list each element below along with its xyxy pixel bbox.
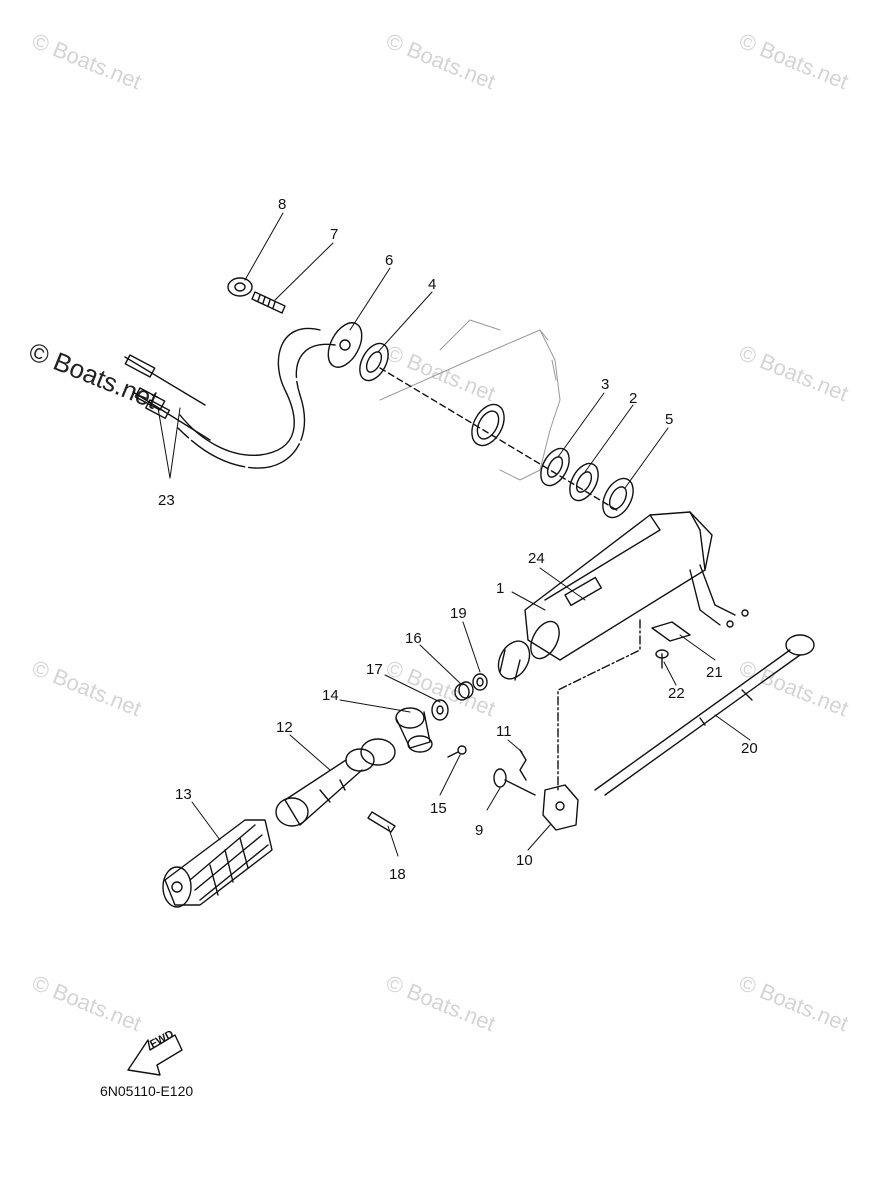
callout-4: 4 — [428, 276, 437, 293]
callout-6: 6 — [385, 252, 394, 269]
nut-8 — [227, 277, 253, 297]
callout-12: 12 — [276, 719, 293, 736]
callout-21: 21 — [706, 664, 723, 681]
throttle-shaft-12 — [275, 738, 396, 827]
callout-20: 20 — [741, 740, 758, 757]
screw-22 — [655, 649, 669, 669]
callout-24: 24 — [528, 550, 545, 567]
callout-14: 14 — [322, 687, 339, 704]
spring-11 — [519, 749, 527, 781]
grip-13 — [162, 819, 273, 908]
callout-19: 19 — [450, 605, 467, 622]
callout-7: 7 — [330, 226, 339, 243]
callout-22: 22 — [668, 685, 685, 702]
washer-2 — [569, 462, 599, 502]
figure-code: 6N05110-E120 — [100, 1083, 194, 1099]
cable-20 — [594, 634, 815, 796]
screw-18 — [367, 811, 396, 833]
callout-16: 16 — [405, 630, 422, 647]
bushing-5 — [602, 477, 634, 519]
spring-16 — [454, 681, 474, 701]
leader-lines — [157, 212, 751, 857]
callout-18: 18 — [389, 866, 406, 883]
callout-11: 11 — [496, 723, 512, 740]
washer-17 — [431, 699, 449, 721]
screw-9 — [493, 768, 536, 796]
bolt-7 — [251, 291, 286, 314]
callout-8: 8 — [278, 196, 287, 213]
engine-outline — [379, 319, 561, 481]
plate-21 — [651, 621, 691, 642]
steering-handle-1 — [497, 511, 736, 681]
callout-23: 23 — [158, 492, 175, 509]
callout-10: 10 — [516, 852, 533, 869]
block-10 — [542, 784, 579, 831]
callout-17: 17 — [366, 661, 383, 678]
throttle-cables — [124, 327, 336, 469]
ring-19 — [472, 673, 488, 691]
callout-3: 3 — [601, 376, 610, 393]
plate-6 — [327, 322, 363, 368]
screw-15 — [447, 745, 467, 758]
fwd-arrow-icon — [127, 1034, 183, 1076]
callout-15: 15 — [430, 800, 447, 817]
bushing-housing — [471, 403, 505, 447]
callout-5: 5 — [665, 411, 674, 428]
collar-14 — [395, 707, 433, 753]
callout-2: 2 — [629, 390, 638, 407]
washer-4 — [359, 342, 389, 382]
callout-13: 13 — [175, 786, 192, 803]
washer-3 — [540, 447, 570, 487]
callout-1: 1 — [496, 580, 505, 597]
callout-9: 9 — [475, 822, 484, 839]
